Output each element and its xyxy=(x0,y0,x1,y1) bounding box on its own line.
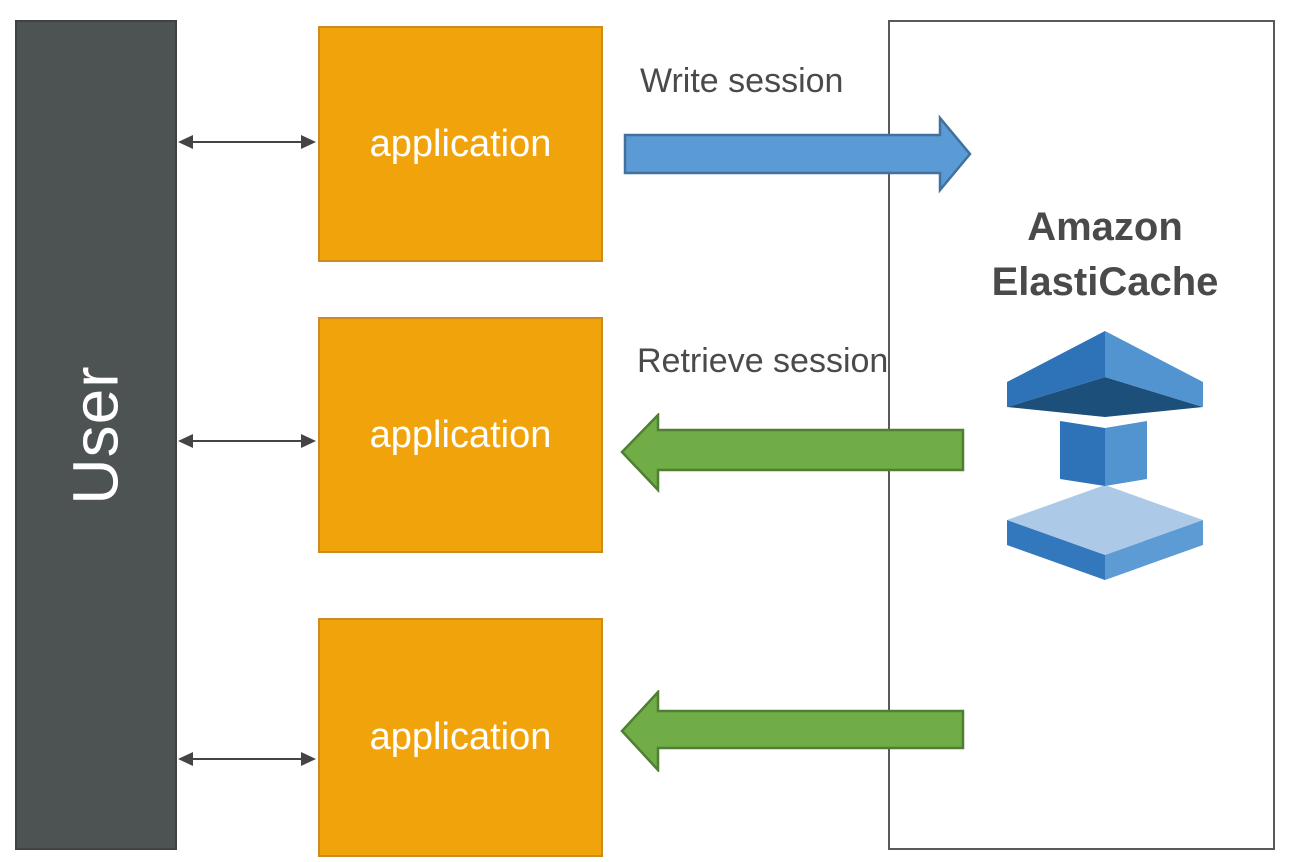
user-box: User xyxy=(15,20,177,850)
write-session-label: Write session xyxy=(640,62,844,100)
user-app2-double-arrow-icon xyxy=(176,429,318,453)
application-box-3: application xyxy=(318,618,603,857)
retrieve-session-arrow-2 xyxy=(620,690,966,772)
user-app3-double-arrow-icon xyxy=(176,747,318,771)
elasticache-title-line1: Amazon xyxy=(1027,205,1183,249)
application-label: application xyxy=(369,122,552,165)
write-session-arrow xyxy=(622,114,974,194)
user-label: User xyxy=(60,365,132,505)
elasticache-title: Amazon ElastiCache xyxy=(955,200,1255,310)
application-box-2: application xyxy=(318,317,603,553)
application-label: application xyxy=(369,413,552,456)
retrieve-session-label: Retrieve session xyxy=(637,342,889,380)
elasticache-title-line2: ElastiCache xyxy=(991,260,1219,305)
user-app1-double-arrow-icon xyxy=(176,130,318,154)
elasticache-icon xyxy=(1005,330,1205,582)
retrieve-session-arrow xyxy=(620,413,966,493)
application-box-1: application xyxy=(318,26,603,262)
application-label: application xyxy=(369,716,552,758)
